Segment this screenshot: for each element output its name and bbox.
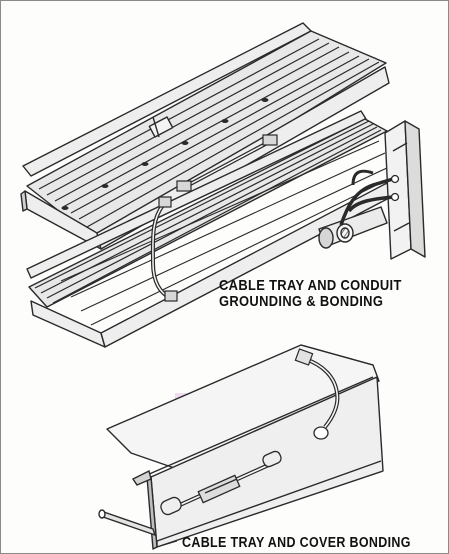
wall-bracket <box>384 120 426 260</box>
tray-with-cover <box>106 344 384 550</box>
caption-tray-conduit-line1: CABLE TRAY AND CONDUIT <box>219 277 402 294</box>
vertical-bonding-jumper <box>150 196 178 302</box>
conduit <box>318 206 388 249</box>
conduit-bonding-jumper <box>339 169 400 226</box>
cover-bonding-jumper <box>294 348 340 440</box>
lower-cable-tray <box>26 110 392 348</box>
caption-tray-conduit-line2: GROUNDING & BONDING <box>219 293 384 310</box>
support-rod <box>98 469 157 537</box>
splice-bonding-jumper <box>160 450 282 516</box>
caption-tray-cover: CABLE TRAY AND COVER BONDING <box>182 535 411 551</box>
caption-leader <box>156 540 178 548</box>
tray-bonding-jumper <box>176 134 278 192</box>
caption-tray-conduit: CABLE TRAY AND CONDUIT GROUNDING & BONDI… <box>219 278 402 310</box>
